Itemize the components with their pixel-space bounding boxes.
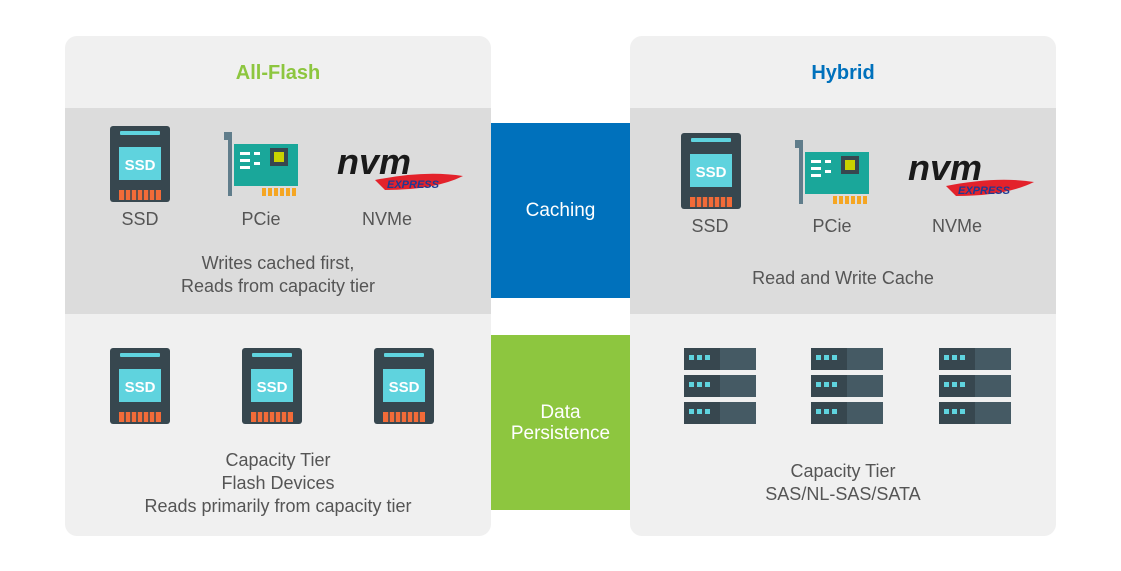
cache-device-label-nvme: NVMe — [931, 216, 982, 236]
cache-device-label-pcie: PCie — [812, 216, 852, 236]
data-persistence-band: Data Persistence — [491, 335, 630, 510]
hybrid-title: Hybrid — [811, 62, 875, 84]
hybrid-cache-description: Read and Write Cache — [630, 267, 1056, 290]
server-rack-icon — [939, 348, 1011, 424]
description-line: Capacity Tier — [790, 461, 896, 481]
persistence-label-line: Persistence — [510, 422, 611, 444]
nvme-logo-icon — [906, 150, 1036, 200]
all-flash-title: All-Flash — [235, 62, 321, 84]
server-rack-icon — [684, 348, 756, 424]
description-line: Reads primarily from capacity tier — [144, 496, 412, 516]
ssd-icon — [374, 348, 434, 424]
hybrid-panel: Hybrid SSD PCie NVMe Read and Write Cach… — [630, 36, 1056, 536]
cache-device-label-ssd: SSD — [121, 209, 159, 229]
server-rack-icon — [811, 348, 883, 424]
cache-device-label-nvme: NVMe — [361, 209, 412, 229]
pcie-card-icon — [793, 140, 873, 204]
cache-device-label-ssd: SSD — [691, 216, 729, 236]
caching-label: Caching — [525, 200, 596, 221]
persistence-label-line: Data — [540, 401, 581, 423]
description-line: Reads from capacity tier — [180, 276, 376, 296]
pcie-card-icon — [222, 132, 302, 196]
description-line: Capacity Tier — [225, 450, 331, 470]
ssd-icon — [110, 126, 170, 202]
all-flash-capacity-description: Capacity Tier Flash Devices Reads primar… — [65, 449, 491, 518]
description-line: Flash Devices — [221, 473, 335, 493]
ssd-icon — [681, 133, 741, 209]
cache-device-label-pcie: PCie — [241, 209, 281, 229]
nvme-logo-icon — [335, 144, 465, 194]
all-flash-cache-description: Writes cached first, Reads from capacity… — [65, 252, 491, 298]
hybrid-capacity-description: Capacity Tier SAS/NL-SAS/SATA — [630, 460, 1056, 506]
caching-band: Caching — [491, 123, 630, 298]
all-flash-panel: All-Flash SSD PCie NVMe Writes cached fi… — [65, 36, 491, 536]
description-line: Writes cached first, — [201, 253, 355, 273]
ssd-icon — [242, 348, 302, 424]
ssd-icon — [110, 348, 170, 424]
description-line: SAS/NL-SAS/SATA — [765, 484, 921, 504]
description-line: Read and Write Cache — [752, 268, 934, 288]
